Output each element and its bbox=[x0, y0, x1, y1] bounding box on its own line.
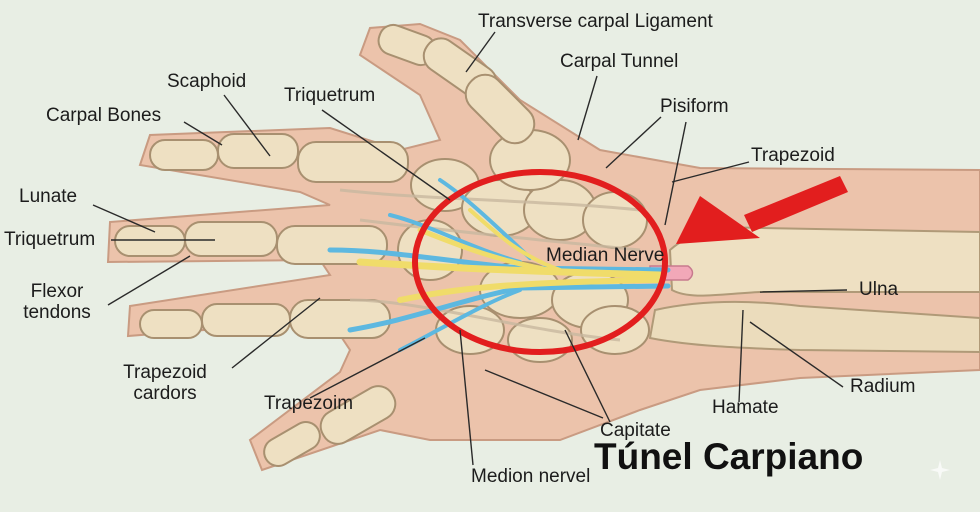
label-flexor-line1: Flexor bbox=[30, 281, 84, 302]
label-medion-nerve: Medion nervel bbox=[471, 466, 591, 487]
median-nerve-branches bbox=[327, 178, 671, 352]
label-radium: Radium bbox=[850, 376, 916, 397]
flexor-tendon-lines bbox=[339, 188, 641, 342]
sparkle-icon bbox=[930, 460, 950, 480]
label-trapezoid-right: Trapezoid bbox=[751, 145, 835, 166]
label-hamate: Hamate bbox=[712, 397, 779, 418]
leader-lines bbox=[92, 31, 848, 466]
label-ulna: Ulna bbox=[859, 279, 899, 300]
label-transverse-carpal-ligament: Transverse carpal Ligament bbox=[478, 11, 713, 32]
label-pisiform: Pisiform bbox=[660, 96, 729, 117]
label-trapezoid-cardors-line1: Trapezoid bbox=[123, 362, 207, 383]
label-trapezoid-cardors-line2: cardors bbox=[133, 382, 197, 404]
label-flexor-line2: tendons bbox=[23, 301, 91, 323]
ulna-bone bbox=[648, 300, 980, 354]
red-arrow-icon bbox=[676, 176, 848, 244]
label-trapezoim: Trapezoim bbox=[264, 393, 354, 414]
label-carpal-tunnel: Carpal Tunnel bbox=[560, 51, 679, 72]
label-triquetrum-top: Triquetrum bbox=[284, 85, 376, 106]
label-flexor-tendons: Flexor tendons bbox=[22, 281, 92, 324]
label-scaphoid: Scaphoid bbox=[167, 71, 247, 92]
carpal-tunnel-highlight-ellipse bbox=[412, 169, 668, 355]
label-trapezoid-cardors: Trapezoid cardors bbox=[110, 362, 220, 405]
label-capitate: Capitate bbox=[600, 420, 671, 441]
label-carpal-bones: Carpal Bones bbox=[46, 105, 162, 126]
finger-bones bbox=[114, 23, 536, 467]
label-triquetrum-left: Triquetrum bbox=[4, 229, 96, 250]
diagram-title: Túnel Carpiano bbox=[594, 436, 864, 477]
label-median-nerve: Median Nerve bbox=[546, 245, 665, 266]
label-lunate: Lunate bbox=[19, 186, 78, 207]
